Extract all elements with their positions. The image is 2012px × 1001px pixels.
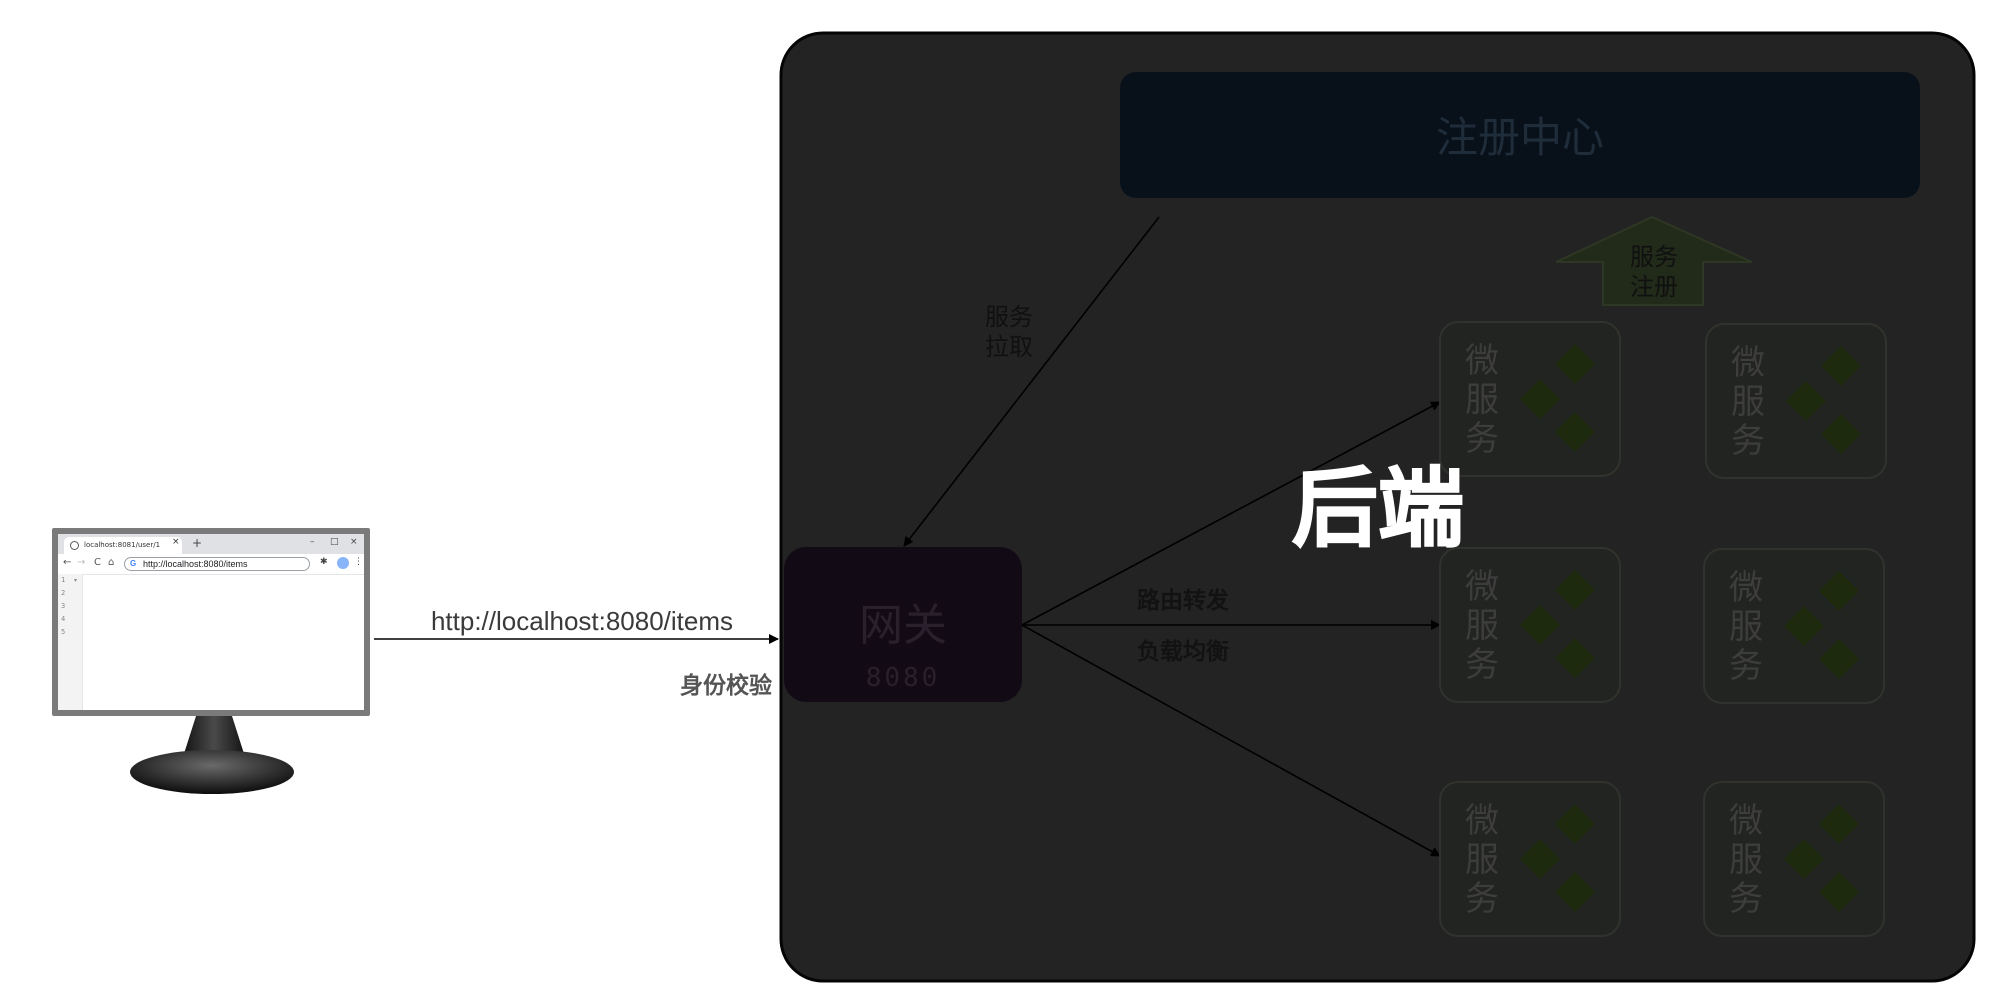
gateway-port: 8080 — [866, 663, 941, 693]
microservice-label-char: 服 — [1465, 380, 1499, 420]
microservice-label-char: 务 — [1729, 879, 1763, 919]
line-number: 5 — [61, 628, 66, 636]
register-label-line2: 注册 — [1630, 273, 1678, 301]
gateway-name: 网关 — [859, 600, 947, 651]
browser-tab[interactable]: localhost:8081/user/1 — [64, 537, 182, 554]
microservice-label-char: 务 — [1465, 419, 1499, 459]
gateway-box — [784, 547, 1022, 702]
browser-tab-title: localhost:8081/user/1 — [84, 541, 161, 549]
extension-icon[interactable]: ✱ — [320, 557, 328, 567]
home-icon[interactable]: ⌂ — [108, 557, 115, 568]
pull-label-line1: 服务 — [985, 303, 1033, 331]
microservice-label-char: 务 — [1465, 879, 1499, 919]
microservice-label-char: 微 — [1465, 567, 1499, 607]
google-icon: G — [130, 559, 137, 568]
microservice-label-char: 微 — [1729, 801, 1763, 841]
line-number-gutter: ▾ 1 2 3 4 5 — [58, 574, 83, 710]
service-diamond-icon — [1819, 639, 1859, 679]
window-close-icon[interactable]: × — [350, 537, 358, 547]
service-diamond-icon — [1555, 638, 1595, 678]
address-bar-url: http://localhost:8080/items — [143, 559, 248, 569]
line-number: 4 — [61, 615, 66, 623]
fold-marker-icon: ▾ — [74, 577, 78, 584]
microservice-label-char: 服 — [1465, 606, 1499, 646]
menu-icon[interactable]: ⋮ — [354, 557, 363, 567]
globe-icon — [70, 541, 79, 550]
line-number: 1 — [61, 576, 66, 584]
maximize-icon[interactable]: □ — [330, 537, 339, 547]
backend-title: 后端 — [1292, 459, 1464, 559]
microservice-label-char: 微 — [1465, 801, 1499, 841]
microservice-label-char: 微 — [1465, 341, 1499, 381]
microservice-box: 微服务 — [1705, 323, 1887, 479]
microservice-label-char: 务 — [1731, 421, 1765, 461]
tab-close-icon[interactable]: × — [172, 537, 180, 547]
microservice-label-char: 务 — [1729, 646, 1763, 686]
route-arrow-bottom — [1021, 624, 1441, 857]
address-bar[interactable]: G http://localhost:8080/items — [124, 557, 310, 571]
service-diamond-icon — [1555, 344, 1595, 384]
service-diamond-icon — [1819, 804, 1859, 844]
service-diamond-icon — [1520, 379, 1560, 419]
registry-box — [1120, 72, 1920, 198]
service-diamond-icon — [1819, 872, 1859, 912]
microservice-box: 微服务 — [1439, 781, 1621, 937]
line-number: 3 — [61, 602, 66, 610]
browser-window: localhost:8081/user/1 × + – □ × ← → C ⌂ … — [58, 534, 364, 710]
service-diamond-icon — [1520, 605, 1560, 645]
reload-icon[interactable]: C — [94, 557, 101, 568]
service-diamond-icon — [1555, 570, 1595, 610]
microservice-box: 微服务 — [1439, 547, 1621, 703]
microservice-box: 微服务 — [1703, 781, 1885, 937]
registry-label: 注册中心 — [1436, 113, 1604, 162]
load-balance-label: 负载均衡 — [1137, 638, 1229, 665]
microservice-label-char: 微 — [1729, 568, 1763, 608]
service-diamond-icon — [1784, 839, 1824, 879]
service-diamond-icon — [1555, 872, 1595, 912]
monitor-stand — [182, 716, 246, 760]
service-diamond-icon — [1821, 346, 1861, 386]
microservice-label-char: 服 — [1465, 840, 1499, 880]
microservice-label-char: 服 — [1729, 840, 1763, 880]
register-label-line1: 服务 — [1630, 243, 1678, 271]
browser-tab-bar: localhost:8081/user/1 × + – □ × — [58, 534, 364, 554]
service-diamond-icon — [1821, 414, 1861, 454]
browser-toolbar: ← → C ⌂ G http://localhost:8080/items ✱ … — [58, 554, 364, 575]
microservice-box: 微服务 — [1439, 321, 1621, 477]
register-arrow — [1555, 215, 1753, 306]
auth-label: 身份校验 — [680, 672, 772, 699]
service-diamond-icon — [1555, 412, 1595, 452]
line-number: 2 — [61, 589, 66, 597]
pull-arrow — [903, 216, 1160, 547]
service-diamond-icon — [1520, 839, 1560, 879]
back-icon[interactable]: ← — [63, 557, 72, 568]
monitor-base — [130, 750, 294, 794]
pull-label-line2: 拉取 — [985, 333, 1033, 361]
forward-icon[interactable]: → — [77, 557, 86, 568]
microservice-label-char: 微 — [1731, 343, 1765, 383]
request-url-label: http://localhost:8080/items — [431, 606, 733, 636]
microservice-box: 微服务 — [1703, 548, 1885, 704]
service-diamond-icon — [1819, 571, 1859, 611]
route-arrow-top — [1021, 401, 1441, 626]
service-diamond-icon — [1786, 381, 1826, 421]
microservice-label-char: 服 — [1729, 607, 1763, 647]
service-diamond-icon — [1784, 606, 1824, 646]
microservice-label-char: 务 — [1465, 645, 1499, 685]
avatar[interactable] — [337, 557, 349, 569]
microservice-label-char: 服 — [1731, 382, 1765, 422]
routing-label: 路由转发 — [1137, 587, 1229, 614]
client-monitor: localhost:8081/user/1 × + – □ × ← → C ⌂ … — [52, 528, 370, 716]
new-tab-icon[interactable]: + — [192, 536, 203, 550]
service-diamond-icon — [1555, 804, 1595, 844]
minimize-icon[interactable]: – — [310, 537, 315, 547]
